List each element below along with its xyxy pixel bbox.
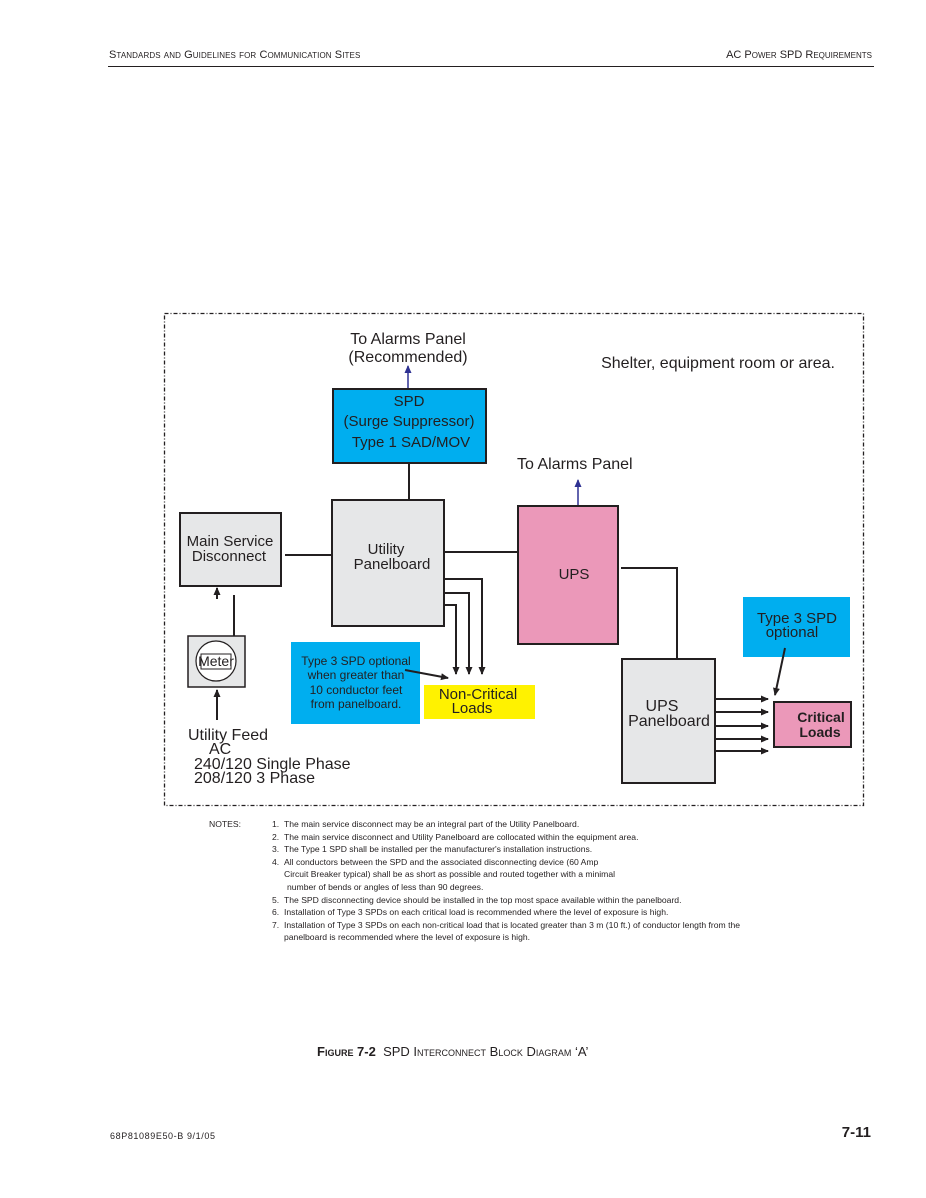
utility-feed-line2: AC (209, 741, 231, 758)
spd-alarm-label-line2: (Recommended) (348, 349, 467, 366)
figure-caption: Figure 7-2 SPD Interconnect Block Diagra… (317, 1044, 588, 1059)
note-text: All conductors between the SPD and the a… (284, 856, 599, 867)
note-item: 1. The main service disconnect may be an … (272, 818, 832, 831)
type3-noncritical-line3: 10 conductor feet (310, 683, 403, 697)
note-text: The main service disconnect may be an in… (284, 819, 580, 829)
note-number: 6. (272, 907, 280, 918)
main-service-line2: Disconnect (192, 548, 267, 565)
note-text: The main service disconnect and Utility … (284, 831, 639, 842)
note-number: 1. (272, 819, 280, 829)
shelter-boundary (163, 312, 865, 807)
noncritical-feed-3 (444, 604, 460, 675)
type3-noncritical-arrow (404, 669, 449, 681)
note-number: 4. (272, 856, 280, 867)
note-text: Installation of Type 3 SPDs on each non-… (284, 919, 741, 930)
type3-critical-arrow (773, 647, 786, 696)
type3-critical-line2: optional (766, 624, 819, 641)
note-item: 6. Installation of Type 3 SPDs on each cr… (272, 906, 832, 919)
ups-panelboard-line2: Panelboard (628, 713, 710, 730)
note-item: 2. The main service disconnect and Utilit… (272, 831, 832, 844)
noncritical-feed-2 (444, 592, 473, 675)
utility-feed-line1: Utility Feed (188, 727, 268, 744)
note-continuation: panelboard is recommended where the leve… (284, 932, 531, 943)
note-text: The SPD disconnecting device should be i… (284, 894, 682, 905)
header-rule (108, 66, 874, 67)
ups-to-ups-panelboard-line (621, 567, 678, 658)
spd-box-line2: (Surge Suppressor) (344, 413, 475, 430)
type3-critical-box (743, 597, 850, 657)
note-continuation: number of bends or angles of less than 9… (287, 881, 484, 892)
notes-label: NOTES: (209, 819, 241, 829)
figure-number: Figure 7-2 (317, 1044, 376, 1059)
notes-list: 1. The main service disconnect may be an … (272, 818, 832, 944)
critical-loads-line2: Loads (799, 724, 840, 740)
critical-loads-box (773, 701, 852, 748)
spd-box-line1: SPD (394, 393, 425, 410)
note-number: 5. (272, 894, 280, 905)
main-service-line1: Main Service (187, 533, 274, 550)
type3-noncritical-line4: from panelboard. (311, 697, 402, 711)
spd-alarm-label-line1: To Alarms Panel (350, 331, 466, 348)
ups-panelboard-box (621, 658, 716, 784)
ups-box (517, 505, 619, 645)
type3-critical-line1: Type 3 SPD (757, 610, 837, 627)
figure-title: SPD Interconnect Block Diagram ‘A’ (383, 1044, 589, 1059)
running-header-right: AC Power SPD Requirements (726, 49, 872, 61)
type3-noncritical-line1: Type 3 SPD optional (301, 654, 410, 668)
running-header-left: Standards and Guidelines for Communicati… (109, 49, 361, 61)
page-number: 7-11 (841, 1124, 871, 1141)
ups-panelboard-line1: UPS (646, 698, 679, 715)
note-number: 2. (272, 831, 280, 842)
note-item: 5. The SPD disconnecting device should be… (272, 894, 832, 907)
note-item: 3. The Type 1 SPD shall be installed per … (272, 843, 832, 856)
note-item: 4. All conductors between the SPD and the… (272, 856, 832, 869)
shelter-label: Shelter, equipment room or area. (601, 355, 835, 372)
type3-noncritical-box (291, 642, 420, 724)
utility-feed-line3: 240/120 Single Phase (194, 756, 351, 773)
utility-feed-line4: 208/120 3 Phase (194, 770, 315, 787)
utility-panelboard-line1: Utility (368, 541, 405, 558)
meter-window (200, 653, 232, 670)
note-item: 7. Installation of Type 3 SPDs on each no… (272, 919, 832, 932)
footer-doc-id: 68P81089E50-B 9/1/05 (110, 1131, 216, 1141)
spd-box-line3: Type 1 SAD/MOV (352, 434, 470, 451)
utility-panelboard-box (331, 499, 445, 627)
note-number: 7. (272, 919, 280, 930)
noncritical-loads-line2: Loads (452, 700, 493, 717)
noncritical-feed-1 (444, 578, 486, 675)
note-continuation: Circuit Breaker typical) shall be as sho… (284, 869, 616, 880)
note-text: The Type 1 SPD shall be installed per th… (284, 844, 593, 855)
utility-panelboard-line2: Panelboard (354, 556, 431, 573)
note-number: 3. (272, 844, 280, 855)
type3-noncritical-line2: when greater than (307, 668, 405, 682)
meter-label: Meter (198, 653, 234, 669)
noncritical-loads-box (424, 685, 535, 719)
spd-box (332, 388, 487, 464)
critical-loads-line1: Critical (797, 709, 844, 725)
note-text: Installation of Type 3 SPDs on each crit… (284, 907, 669, 918)
main-service-disconnect-box (179, 512, 282, 587)
noncritical-loads-line1: Non-Critical (439, 686, 517, 703)
ups-label: UPS (559, 566, 590, 583)
ups-alarm-label: To Alarms Panel (517, 456, 633, 473)
